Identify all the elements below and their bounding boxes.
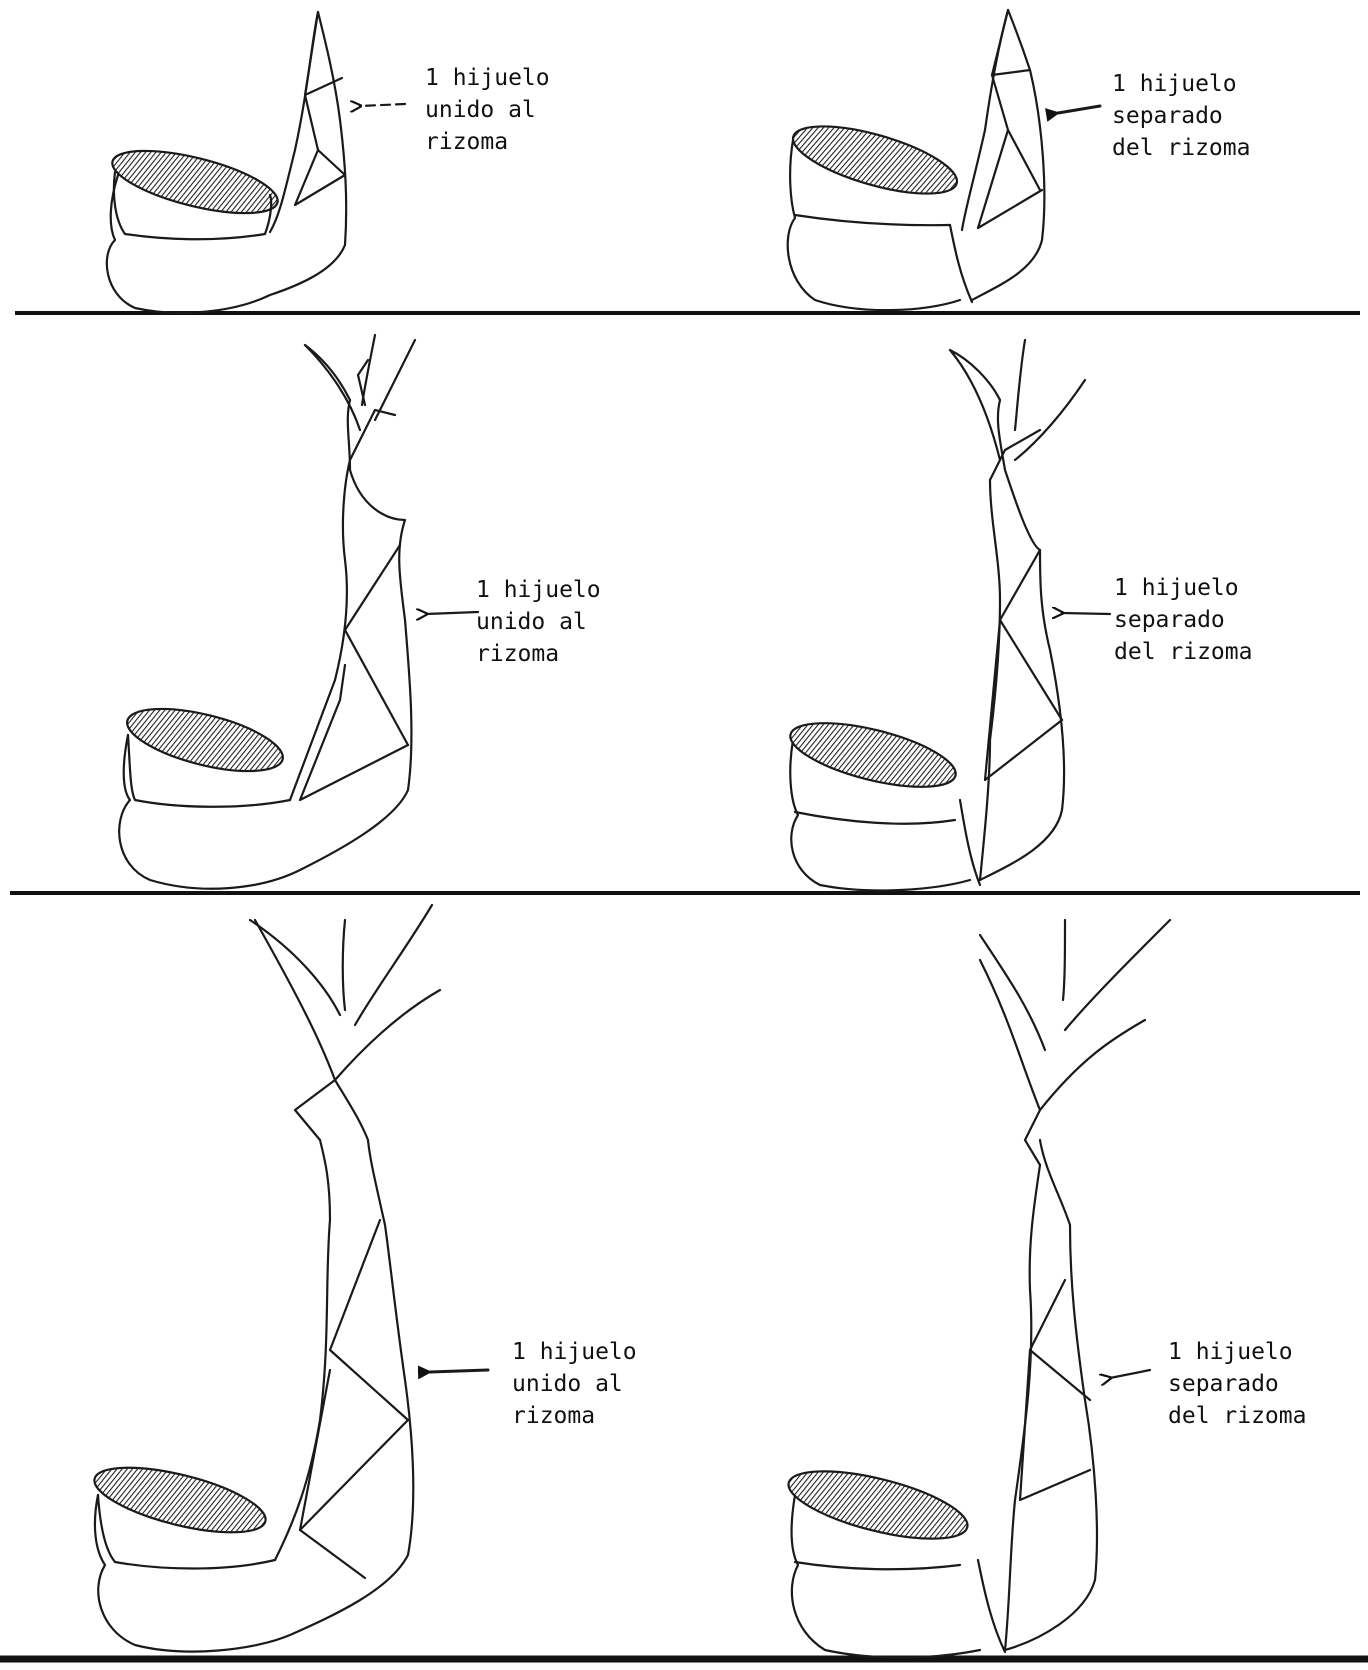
rhizome-shoot-separated-3 — [782, 920, 1170, 1658]
label-line: 1 hijuelo — [476, 574, 601, 606]
label-line: separado — [1112, 100, 1250, 132]
rhizome-shoot-attached-2 — [119, 335, 415, 889]
label-line: unido al — [476, 606, 601, 638]
label-line: 1 hijuelo — [1112, 68, 1250, 100]
label-row1-right: 1 hijuelo separado del rizoma — [1112, 68, 1250, 164]
rhizome-shoot-attached-3 — [89, 905, 440, 1652]
label-line: separado — [1168, 1368, 1306, 1400]
rhizome-shoot-separated-2 — [784, 340, 1085, 890]
arrow-row2-left — [426, 612, 478, 614]
label-line: unido al — [425, 94, 550, 126]
label-line: unido al — [512, 1368, 637, 1400]
arrow-row1-right — [1058, 106, 1100, 113]
label-line: del rizoma — [1168, 1400, 1306, 1432]
label-line: rizoma — [476, 638, 601, 670]
label-row1-left: 1 hijuelo unido al rizoma — [425, 62, 550, 158]
label-row3-right: 1 hijuelo separado del rizoma — [1168, 1336, 1306, 1432]
label-row3-left: 1 hijuelo unido al rizoma — [512, 1336, 637, 1432]
label-line: del rizoma — [1114, 636, 1252, 668]
arrow-row3-right — [1110, 1370, 1150, 1378]
label-row2-left: 1 hijuelo unido al rizoma — [476, 574, 601, 670]
label-line: 1 hijuelo — [1168, 1336, 1306, 1368]
label-line: del rizoma — [1112, 132, 1250, 164]
label-line: rizoma — [425, 126, 550, 158]
arrow-row1-left — [360, 104, 405, 106]
label-line: 1 hijuelo — [1114, 572, 1252, 604]
label-line: separado — [1114, 604, 1252, 636]
arrow-row2-right — [1062, 613, 1110, 614]
label-line: 1 hijuelo — [512, 1336, 637, 1368]
label-line: 1 hijuelo — [425, 62, 550, 94]
rhizome-shoot-separated-1 — [786, 10, 1044, 310]
label-row2-right: 1 hijuelo separado del rizoma — [1114, 572, 1252, 668]
label-line: rizoma — [512, 1400, 637, 1432]
arrow-row3-left — [430, 1370, 488, 1372]
rhizome-shoot-attached-1 — [107, 12, 346, 313]
